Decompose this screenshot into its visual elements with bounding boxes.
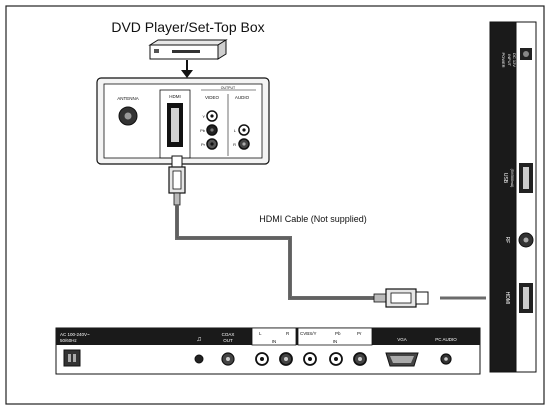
tv-pr-label: Pr xyxy=(357,331,362,336)
device-arrow xyxy=(181,60,193,78)
dvd-r-label: R xyxy=(233,142,236,147)
tv-in1-label: IN xyxy=(272,339,277,344)
hdmi-plug-tv xyxy=(373,288,429,308)
tv-usb-sub-label: (5V/500mA) xyxy=(510,169,514,188)
dvd-antenna-label: ANTENNA xyxy=(117,96,139,101)
dvd-audio-label: AUDIO xyxy=(235,95,250,100)
dvd-rear-panel: ANTENNA HDMI OUTPUT VIDEO AUDIO Y Pb Pr … xyxy=(96,77,270,165)
tv-ac-label: AC 100-240V~ xyxy=(60,332,90,337)
tv-input-label: INPUT xyxy=(507,54,512,67)
dvd-pb-label: Pb xyxy=(200,128,206,133)
tv-coax-out-label: OUT xyxy=(223,338,233,343)
tv-l-label: L xyxy=(259,331,262,336)
tv-hz-label: 50/60Hz xyxy=(60,338,78,343)
hdmi-cable xyxy=(175,205,374,300)
tv-vga-label: VGA xyxy=(397,337,407,342)
tv-dc-label: DC 12V xyxy=(512,53,517,67)
device-title: DVD Player/Set-Top Box xyxy=(111,19,264,35)
hdmi-plug-dvd xyxy=(168,155,186,206)
tv-headphone-jack xyxy=(194,354,204,364)
dvd-hdmi-label: HDMI xyxy=(169,94,181,99)
dvd-output-label: OUTPUT xyxy=(221,86,236,90)
tv-in2-label: IN xyxy=(333,339,338,344)
dvd-l-label: L xyxy=(234,128,237,133)
dvd-pr-label: Pr xyxy=(201,142,206,147)
tv-pc-audio-label: PC AUDIO xyxy=(435,337,457,342)
cable-label: HDMI Cable (Not supplied) xyxy=(259,214,367,224)
tv-cvbs-label: CVBS/Y xyxy=(300,331,317,336)
dvd-video-label: VIDEO xyxy=(205,95,220,100)
headphone-icon: ♫ xyxy=(196,336,201,343)
tv-power-label: POWER xyxy=(501,52,506,67)
tv-side-panel: POWER INPUT DC 12V USB (5V/500mA) RF HDM… xyxy=(489,21,537,373)
tv-coax-label: COAX xyxy=(222,332,235,337)
tv-power-socket xyxy=(63,349,81,367)
tv-rf-label: RF xyxy=(504,237,510,244)
tv-usb-label: USB xyxy=(502,173,508,184)
tv-hdmi-label: HDMI xyxy=(504,292,510,305)
tv-bottom-panel: AC 100-240V~ 50/60Hz ♫ COAX OUT L R IN C… xyxy=(55,327,481,375)
tv-pb-label: Pb xyxy=(335,331,341,336)
dvd-player-icon xyxy=(148,39,228,60)
dvd-y-label: Y xyxy=(202,114,205,119)
tv-r-label: R xyxy=(286,331,290,336)
